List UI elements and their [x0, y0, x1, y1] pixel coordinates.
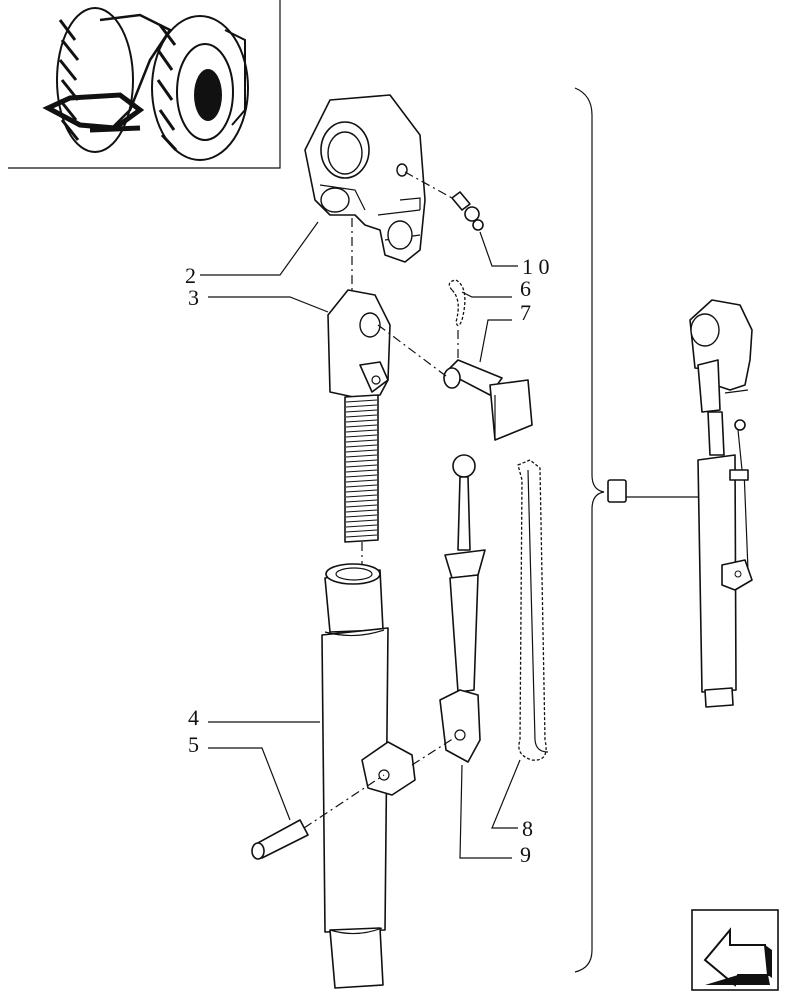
thread-line: [345, 419, 378, 423]
thread-line: [345, 464, 378, 468]
thread-line: [345, 444, 378, 448]
thread-line: [345, 454, 378, 458]
leader-dash: [404, 171, 453, 199]
callout-9: 9: [520, 842, 531, 867]
thread-line: [345, 514, 378, 518]
callout-3: 3: [188, 285, 199, 310]
pin-axis: [377, 324, 447, 377]
pin-with-plate: [443, 359, 533, 441]
thread-line: [345, 414, 378, 418]
callout-2: 2: [185, 263, 196, 288]
thread-line: [345, 524, 378, 528]
handle-lever: [439, 454, 486, 763]
leader-lines: [200, 221, 521, 859]
r-clip: [448, 279, 466, 327]
thread-line: [345, 429, 378, 433]
thread-line: [345, 494, 378, 498]
thread-line: [345, 404, 378, 408]
thread-line: [345, 409, 378, 413]
callout-6: 6: [520, 276, 531, 301]
lever-axis: [411, 737, 455, 766]
thread-line: [345, 489, 378, 493]
assembly-brace: [574, 87, 605, 973]
callout-8: 8: [522, 816, 533, 841]
callout-marker: [607, 479, 698, 503]
rod-threads: [345, 399, 378, 538]
thread-line: [345, 479, 378, 483]
thread-line: [345, 519, 378, 523]
grease-nipple: [451, 191, 484, 231]
thread-line: [345, 484, 378, 488]
thread-line: [345, 469, 378, 473]
callout-labels: 2 3 1 0 6 7 4 5 8 9: [185, 254, 550, 867]
roll-pin-axis: [303, 774, 385, 829]
thread-line: [345, 424, 378, 428]
callout-7: 7: [520, 300, 531, 325]
thread-line: [345, 439, 378, 443]
assembled-view: [689, 299, 753, 708]
callout-5: 5: [188, 732, 199, 757]
thread-line: [345, 434, 378, 438]
thread-line: [345, 529, 378, 533]
previous-page-arrow-icon: [703, 927, 772, 987]
tractor-thumbnail[interactable]: [8, 0, 281, 169]
thread-line: [345, 459, 378, 463]
thread-line: [345, 499, 378, 503]
previous-page-button[interactable]: [691, 909, 779, 991]
thread-line: [345, 504, 378, 508]
callout-4: 4: [188, 705, 199, 730]
upper-clevis: [304, 94, 426, 263]
thread-line: [345, 509, 378, 513]
thread-line: [345, 399, 378, 403]
tractor-rear-linkage-thumbnail-icon: [42, 7, 249, 161]
thread-line: [345, 449, 378, 453]
roll-pin: [251, 819, 309, 860]
thread-line: [345, 474, 378, 478]
callout-10: 1 0: [522, 254, 550, 279]
thread-line: [345, 534, 378, 538]
spring-clip: [517, 459, 549, 761]
tube-body: [321, 563, 416, 989]
